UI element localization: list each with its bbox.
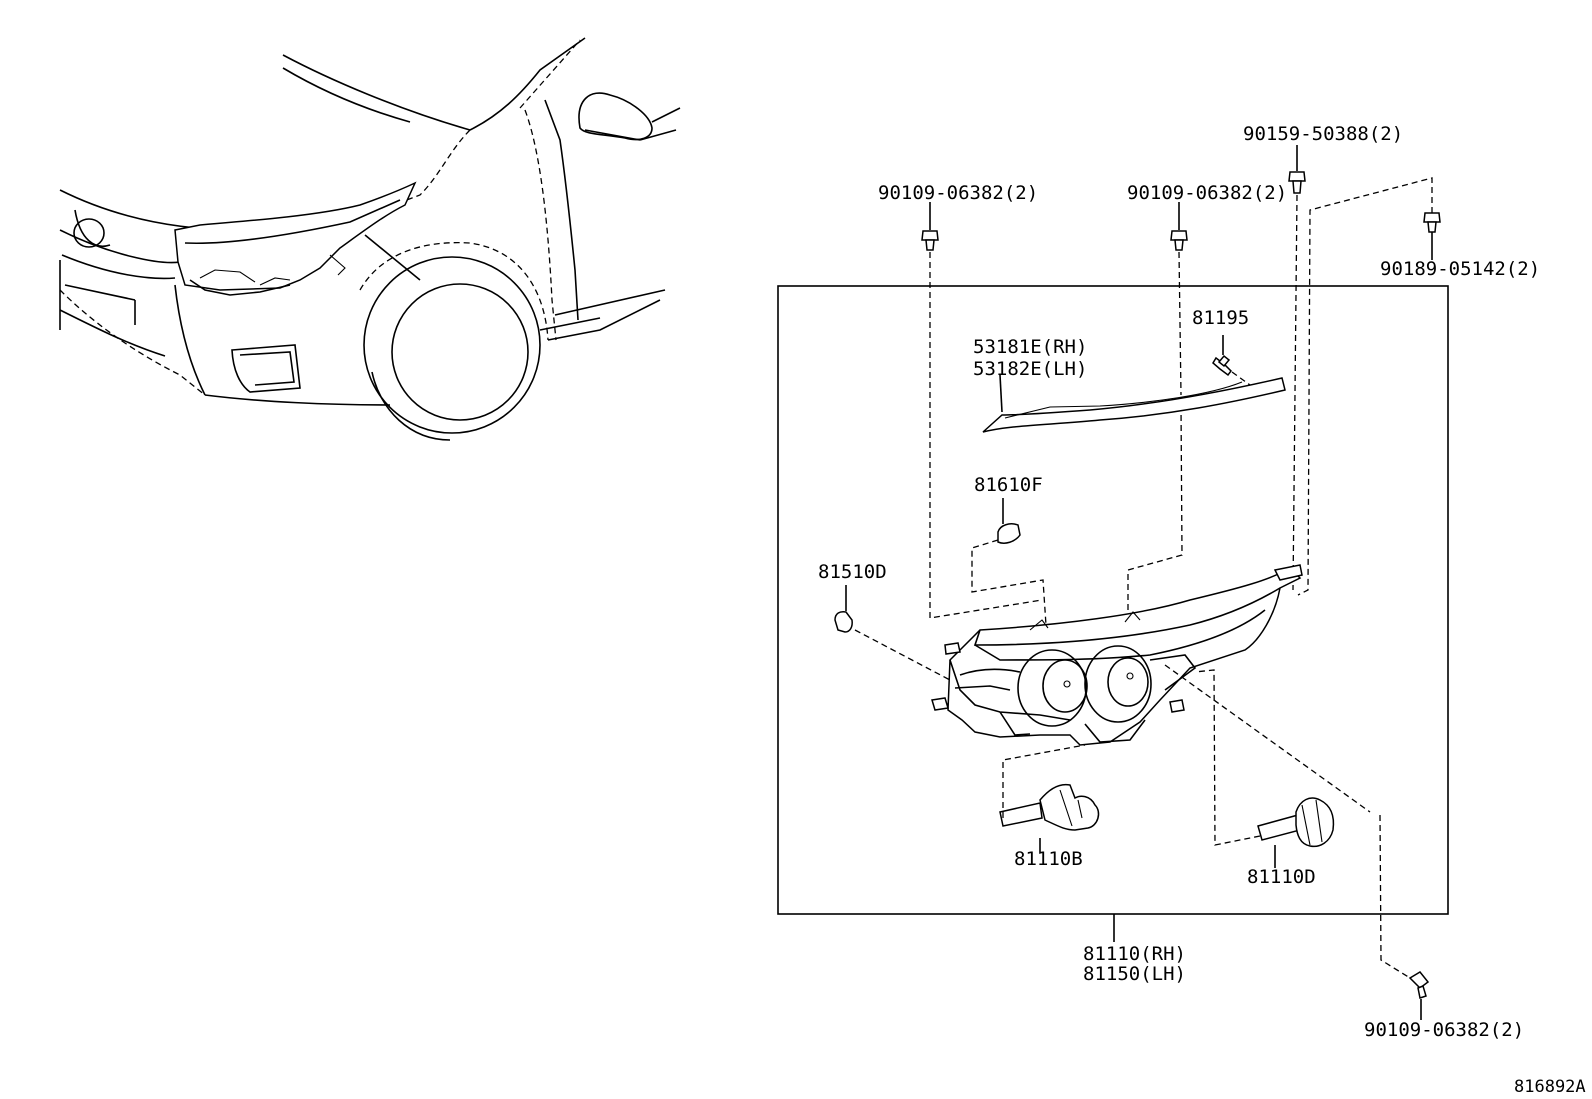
label-screw-right: 90189-05142(2) xyxy=(1380,258,1540,280)
bolt-icon-81195 xyxy=(1212,335,1251,386)
label-screw-top-right: 90159-50388(2) xyxy=(1243,123,1403,145)
label-bulb-81610f: 81610F xyxy=(974,474,1043,496)
clip-icon-top-left xyxy=(921,202,1043,619)
garnish-strip xyxy=(982,374,1286,433)
label-assembly-lh: 81150(LH) xyxy=(1083,963,1186,985)
label-assembly-rh: 81110(RH) xyxy=(1083,943,1186,965)
label-bulb-81510d: 81510D xyxy=(818,561,887,583)
clip-icon-top-mid xyxy=(1127,202,1188,615)
bulb-icon-81110b xyxy=(999,744,1100,852)
bolt-icon-bottom-right xyxy=(1379,814,1430,1020)
bulb-icon-81510d xyxy=(834,585,951,681)
screw-icon-top-right xyxy=(1288,145,1306,591)
label-bolt-bottom-right: 90109-06382(2) xyxy=(1364,1019,1524,1041)
assembly-outline-box xyxy=(777,285,1449,915)
bulb-icon-81610f xyxy=(971,498,1047,626)
label-bulb-81110b: 81110B xyxy=(1014,848,1083,870)
label-bolt-81195: 81195 xyxy=(1192,307,1249,329)
bulb-icon-81110d xyxy=(1194,669,1335,868)
label-clip-top-left: 90109-06382(2) xyxy=(878,182,1038,204)
headlamp-assembly xyxy=(931,564,1371,813)
screw-icon-right xyxy=(1297,177,1441,596)
vehicle-front-illustration xyxy=(59,37,681,441)
label-clip-top-mid: 90109-06382(2) xyxy=(1127,182,1287,204)
label-bulb-81110d: 81110D xyxy=(1247,866,1316,888)
label-garnish-rh: 53181E(RH) xyxy=(973,336,1087,358)
label-figure-id: 816892A xyxy=(1514,1077,1586,1097)
label-garnish-lh: 53182E(LH) xyxy=(973,358,1087,380)
